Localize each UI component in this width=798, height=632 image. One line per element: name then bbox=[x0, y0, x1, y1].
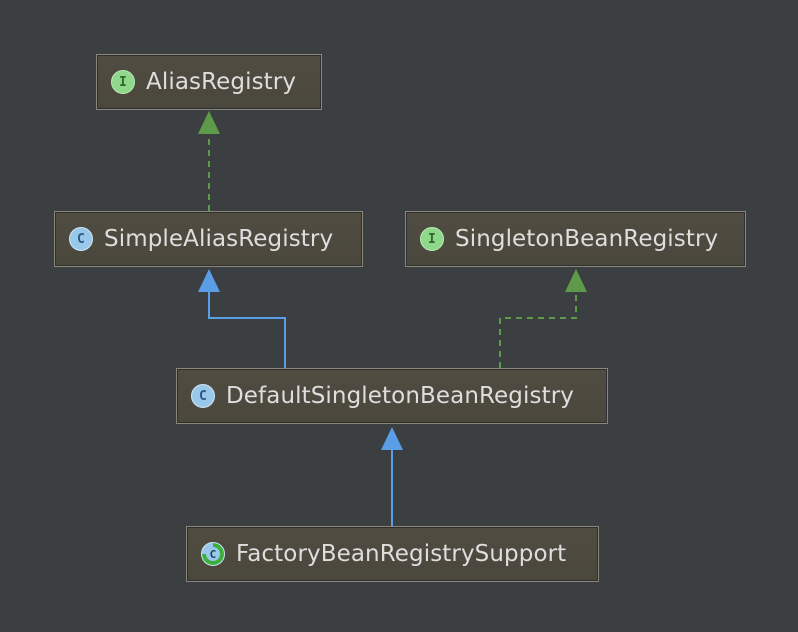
node-default-singleton-bean-registry[interactable]: C DefaultSingletonBeanRegistry bbox=[176, 368, 608, 424]
interface-icon: I bbox=[420, 227, 444, 251]
abstract-class-icon-letter: C bbox=[206, 547, 220, 561]
node-simple-alias-registry[interactable]: C SimpleAliasRegistry bbox=[54, 211, 363, 267]
arrowhead-implements bbox=[565, 269, 587, 292]
node-label: AliasRegistry bbox=[146, 69, 297, 95]
arrowhead-extends bbox=[381, 427, 403, 450]
interface-icon: I bbox=[111, 70, 135, 94]
class-icon: C bbox=[191, 384, 215, 408]
node-label: SimpleAliasRegistry bbox=[104, 226, 334, 252]
node-alias-registry[interactable]: I AliasRegistry bbox=[96, 54, 322, 110]
arrowhead-implements bbox=[198, 111, 220, 134]
node-singleton-bean-registry[interactable]: I SingletonBeanRegistry bbox=[405, 211, 746, 267]
abstract-class-icon: C bbox=[201, 542, 225, 566]
edge-defaultsingletonbeanregistry-extends-simplealiasregistry bbox=[208, 292, 286, 368]
node-label: SingletonBeanRegistry bbox=[455, 226, 719, 252]
node-label: FactoryBeanRegistrySupport bbox=[236, 541, 567, 567]
edge-defaultsingletonbeanregistry-implements-singletonbeanregistry bbox=[499, 292, 577, 368]
node-label: DefaultSingletonBeanRegistry bbox=[226, 383, 574, 409]
node-factory-bean-registry-support[interactable]: C FactoryBeanRegistrySupport bbox=[186, 526, 599, 582]
class-icon: C bbox=[69, 227, 93, 251]
arrowhead-extends bbox=[198, 269, 220, 292]
